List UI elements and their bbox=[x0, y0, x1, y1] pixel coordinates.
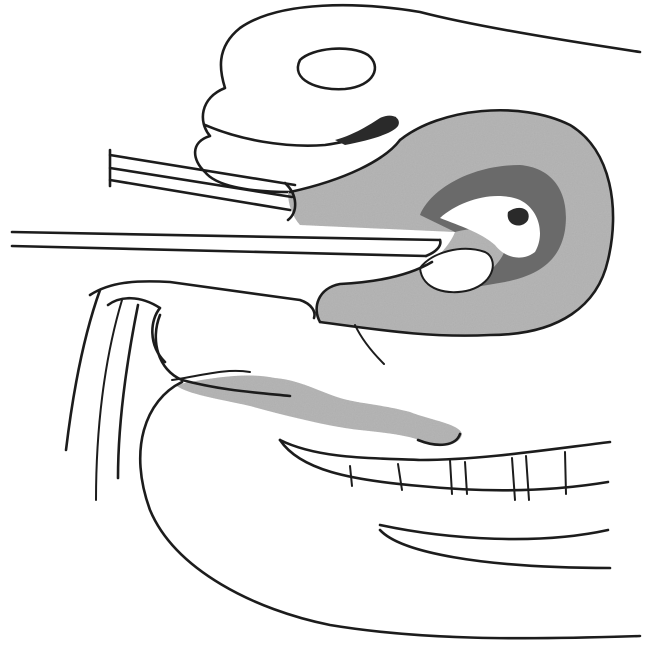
dark-mark bbox=[335, 116, 399, 145]
rectum bbox=[280, 440, 610, 568]
posterior-grain bbox=[175, 376, 462, 445]
bladder-lumen bbox=[298, 49, 375, 90]
instrument-rod bbox=[12, 232, 440, 256]
speculum-upper-blade bbox=[110, 150, 295, 220]
